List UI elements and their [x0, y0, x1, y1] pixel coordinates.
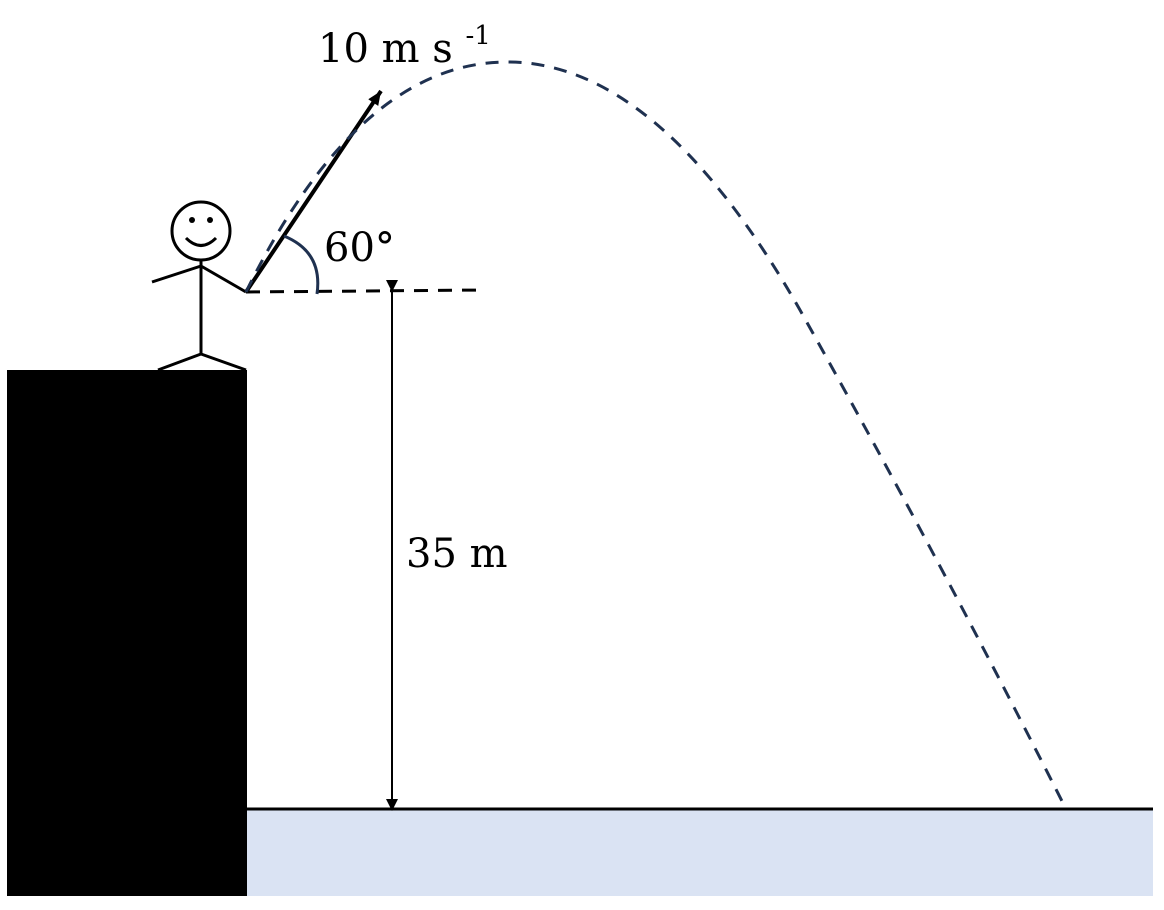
- figure-left-arm: [151, 264, 202, 284]
- figure-right-eye: [207, 217, 213, 223]
- velocity-label-main: 10 m s: [318, 26, 453, 72]
- figure-right-arm: [200, 264, 247, 294]
- height-label: 35 m: [406, 531, 508, 577]
- figure-left-eye: [189, 217, 195, 223]
- velocity-label: 10 m s -1: [318, 21, 491, 72]
- angle-label: 60°: [324, 225, 395, 271]
- angle-arc: [283, 234, 320, 295]
- velocity-arrow: [244, 89, 383, 294]
- figure-left-leg: [157, 352, 202, 372]
- velocity-label-superscript: -1: [466, 21, 491, 51]
- ground-area: [247, 810, 1153, 896]
- figure-right-leg: [200, 352, 247, 372]
- horizontal-reference-line: [245, 288, 485, 294]
- stick-figure: [151, 200, 247, 372]
- figure-smile: [184, 236, 218, 247]
- cliff: [7, 370, 247, 896]
- figure-head: [170, 200, 232, 262]
- trajectory-path: [244, 60, 1068, 810]
